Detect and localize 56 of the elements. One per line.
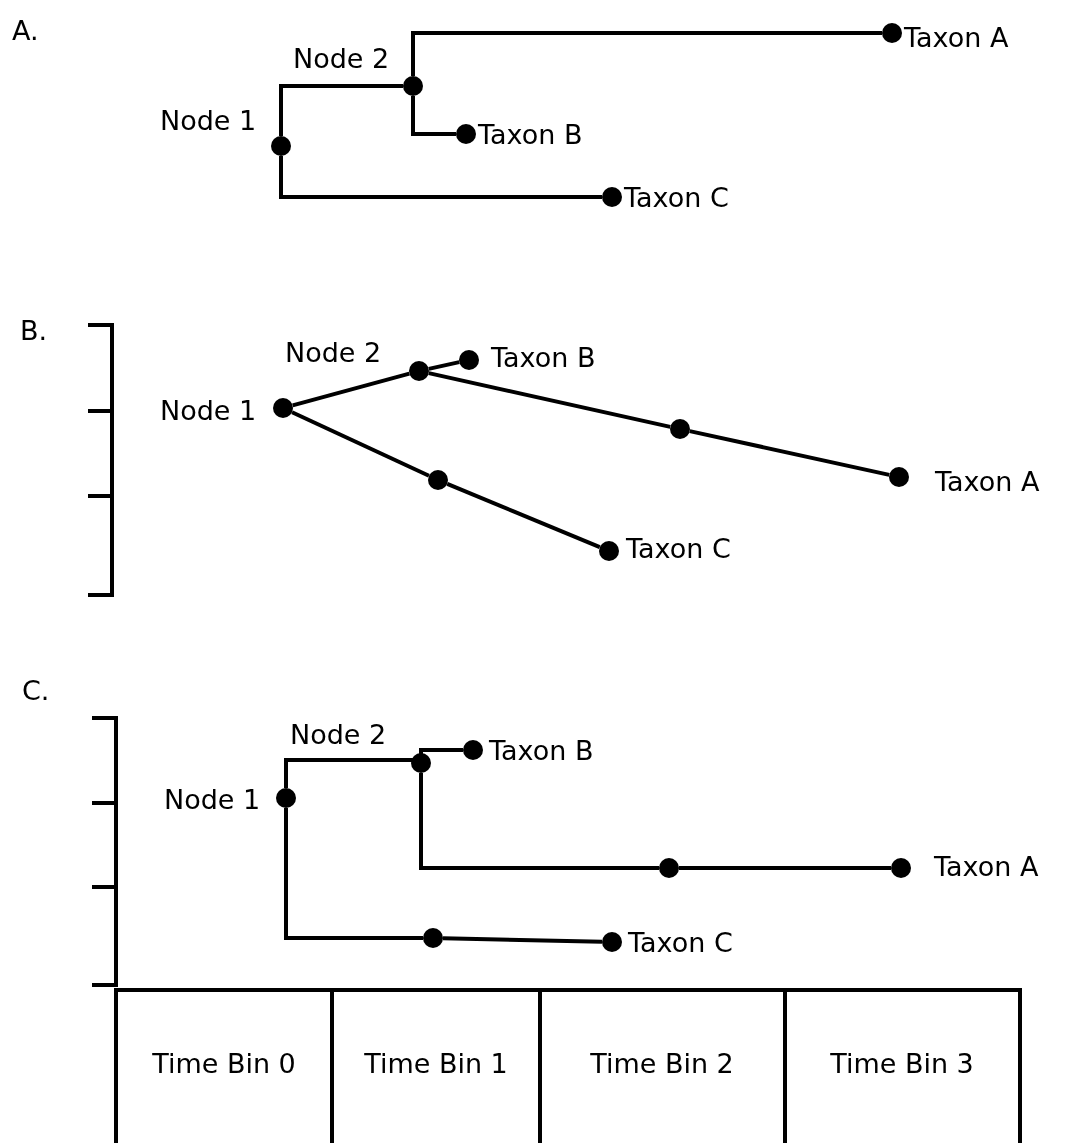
node-label: Taxon B (491, 343, 596, 371)
branch-line (428, 371, 671, 429)
node-label: Node 1 (160, 106, 257, 134)
tree-node-dot (670, 419, 690, 439)
node-label: Taxon B (478, 120, 583, 148)
tree-node-dot (428, 470, 448, 490)
branch-line (279, 84, 403, 136)
time-bin-label: Time Bin 0 (152, 1049, 296, 1077)
branch-line (442, 936, 603, 944)
node-label: Taxon B (489, 736, 594, 764)
branch-line (291, 410, 430, 478)
node-label: Taxon A (904, 23, 1009, 51)
tree-node-dot (409, 361, 429, 381)
tree-node-dot (889, 467, 909, 487)
tree-node-dot (271, 136, 291, 156)
branch-line (419, 773, 659, 870)
branch-line (428, 360, 460, 371)
time-bin-label: Time Bin 3 (830, 1049, 974, 1077)
node-label: Taxon A (934, 852, 1039, 880)
branch-line (411, 31, 882, 76)
tree-node-dot (276, 788, 296, 808)
tree-node-dot (423, 928, 443, 948)
branch-line (689, 429, 890, 477)
time-bin-label: Time Bin 1 (364, 1049, 508, 1077)
node-label: Taxon C (626, 534, 731, 562)
tree-node-dot (403, 76, 423, 96)
time-bin-label: Time Bin 2 (590, 1049, 734, 1077)
panel-letter: B. (20, 316, 48, 344)
branch-line (419, 748, 463, 753)
tree-node-dot (273, 398, 293, 418)
tree-node-dot (882, 23, 902, 43)
tree-node-dot (891, 858, 911, 878)
branch-line (284, 808, 423, 940)
node-label: Taxon C (628, 928, 733, 956)
branch-line (679, 866, 891, 870)
node-label: Node 2 (293, 44, 390, 72)
panel-letter: C. (22, 676, 50, 704)
branch-line (411, 96, 456, 136)
node-label: Node 1 (164, 785, 261, 813)
node-label: Taxon A (935, 467, 1040, 495)
node-label: Taxon C (624, 183, 729, 211)
branch-line (292, 371, 410, 408)
tree-node-dot (463, 740, 483, 760)
branch-line (446, 482, 601, 549)
node-label: Node 1 (160, 396, 257, 424)
tree-node-dot (459, 350, 479, 370)
node-label: Node 2 (290, 720, 387, 748)
tree-node-dot (602, 187, 622, 207)
branch-line (279, 156, 602, 199)
panel-letter: A. (12, 16, 39, 44)
tree-node-dot (456, 124, 476, 144)
tree-node-dot (602, 932, 622, 952)
tree-node-dot (659, 858, 679, 878)
tree-node-dot (599, 541, 619, 561)
tree-node-dot (411, 753, 431, 773)
node-label: Node 2 (285, 338, 382, 366)
